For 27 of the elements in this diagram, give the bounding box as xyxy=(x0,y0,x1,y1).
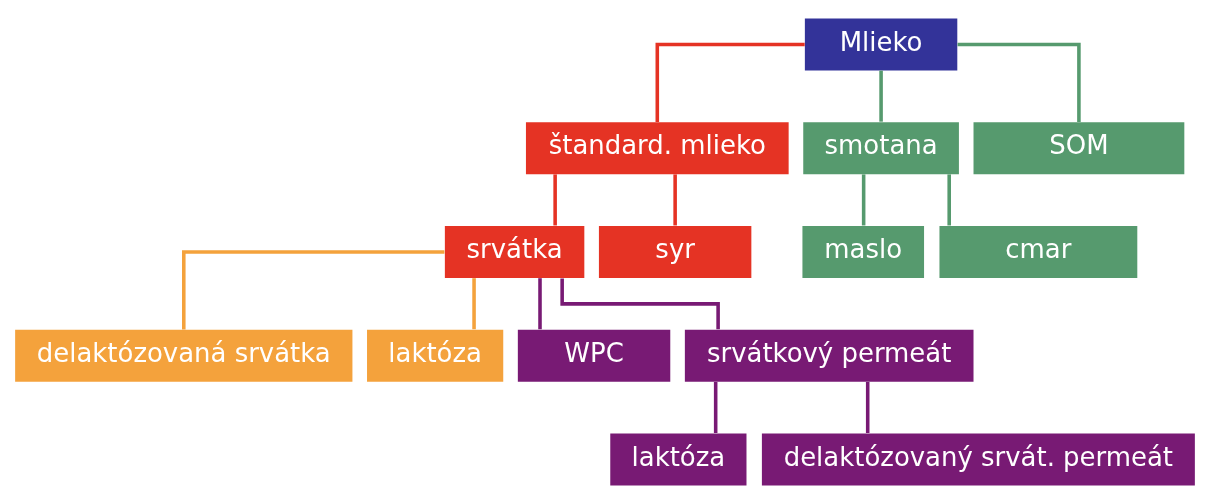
connector xyxy=(957,42,1081,123)
connector xyxy=(947,174,951,226)
connector xyxy=(713,381,718,433)
node-box: srvátkový permeát xyxy=(684,329,974,382)
connector xyxy=(560,278,720,330)
node-box: SOM xyxy=(973,122,1185,175)
connector xyxy=(673,174,677,226)
node-box: smotana xyxy=(803,122,959,175)
node-box: štandard. mlieko xyxy=(525,122,789,175)
connector xyxy=(861,174,866,226)
connector xyxy=(472,278,476,330)
connector xyxy=(182,250,445,330)
connector xyxy=(538,278,542,330)
node-box: srvátka xyxy=(444,226,585,278)
node-box: delaktózovaná srvátka xyxy=(15,329,353,382)
connector xyxy=(553,174,557,226)
node-box: maslo xyxy=(802,226,925,278)
node-box: syr xyxy=(598,226,752,278)
node-box: Mlieko xyxy=(804,18,958,71)
node-box: WPC xyxy=(517,329,671,382)
node-box: cmar xyxy=(939,226,1138,278)
connector xyxy=(865,381,870,433)
connector xyxy=(655,42,805,123)
node-box: laktóza xyxy=(367,329,504,382)
connector xyxy=(879,70,883,122)
node-box: delaktózovaný srvát. permeát xyxy=(761,433,1195,486)
node-box: laktóza xyxy=(610,433,747,486)
